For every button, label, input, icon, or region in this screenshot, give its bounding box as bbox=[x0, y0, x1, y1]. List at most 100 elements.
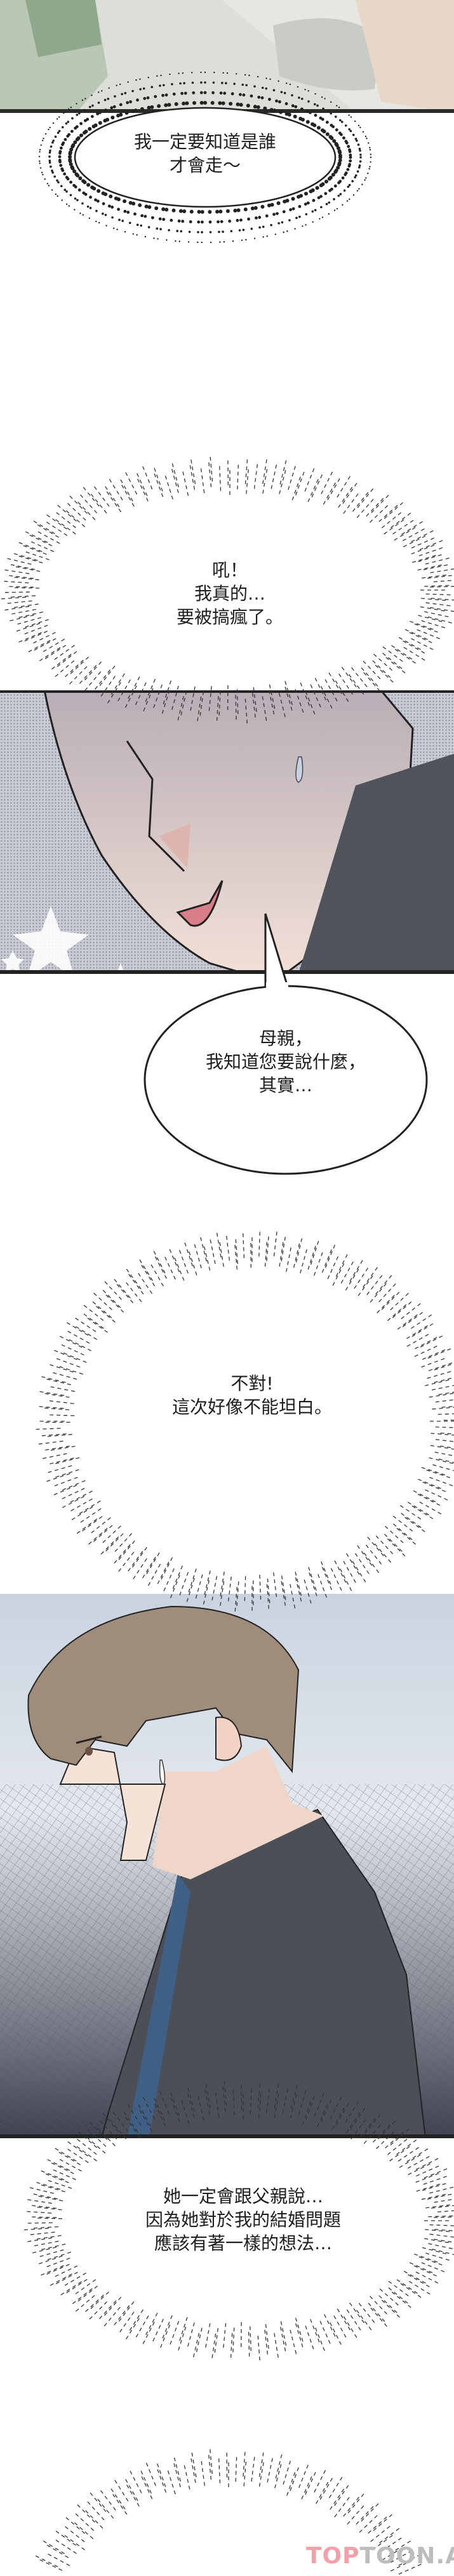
burst-line bbox=[109, 2119, 126, 2139]
burst-line bbox=[379, 2288, 399, 2306]
burst-dot bbox=[349, 155, 352, 159]
burst-line bbox=[219, 465, 222, 491]
burst-line bbox=[25, 551, 50, 560]
burst-dot bbox=[191, 81, 194, 84]
burst-line bbox=[210, 1239, 216, 1265]
burst-line bbox=[180, 691, 187, 716]
burst-line bbox=[388, 2287, 409, 2304]
burst-line bbox=[425, 2229, 451, 2232]
burst-dot bbox=[359, 126, 361, 129]
burst-dot bbox=[116, 228, 118, 230]
burst-line bbox=[334, 1560, 347, 1584]
burst-line bbox=[170, 2092, 180, 2117]
burst-dot bbox=[236, 219, 239, 222]
burst-dot bbox=[300, 97, 304, 100]
burst-line bbox=[335, 1253, 348, 1277]
burst-line bbox=[46, 1473, 70, 1482]
burst-dot bbox=[68, 157, 72, 162]
burst-line bbox=[29, 2231, 55, 2235]
burst-dot bbox=[286, 82, 288, 84]
burst-line bbox=[411, 530, 434, 542]
burst-dot bbox=[351, 180, 354, 183]
burst-dot bbox=[291, 104, 295, 108]
burst-line bbox=[262, 696, 267, 722]
burst-line bbox=[321, 2098, 333, 2122]
burst-dot bbox=[336, 146, 340, 150]
burst-line bbox=[402, 528, 425, 541]
burst-dot bbox=[272, 89, 276, 92]
burst-dot bbox=[280, 91, 283, 94]
burst-dot bbox=[103, 98, 107, 102]
burst-dot bbox=[71, 143, 76, 147]
burst-line bbox=[208, 461, 212, 487]
burst-dot bbox=[322, 107, 324, 110]
burst-line bbox=[56, 651, 77, 667]
burst-line bbox=[323, 482, 337, 505]
burst-dot bbox=[338, 119, 342, 122]
burst-line bbox=[95, 1305, 116, 1323]
burst-line bbox=[370, 1282, 387, 1303]
burst-line bbox=[290, 2094, 297, 2119]
burst-dot bbox=[321, 216, 324, 218]
burst-dot bbox=[324, 180, 328, 184]
burst-line bbox=[246, 468, 249, 494]
bubble-2-text: 吼！ 我真的… 要被搞瘋了。 bbox=[176, 560, 284, 628]
burst-line bbox=[243, 2461, 247, 2487]
burst-line bbox=[39, 1391, 65, 1396]
burst-dot bbox=[297, 86, 299, 88]
burst-dot bbox=[335, 115, 337, 118]
dotted-burst bbox=[38, 71, 372, 244]
burst-dot bbox=[68, 205, 70, 207]
burst-line bbox=[223, 2323, 227, 2349]
burst-line bbox=[232, 2327, 235, 2353]
burst-dot bbox=[311, 210, 314, 213]
burst-dot bbox=[309, 189, 313, 194]
burst-line bbox=[422, 1349, 446, 1360]
burst-dot bbox=[228, 220, 232, 223]
burst-line bbox=[317, 2103, 328, 2127]
burst-line bbox=[190, 686, 196, 712]
burst-line bbox=[258, 1231, 260, 1257]
burst-line bbox=[274, 2093, 279, 2119]
burst-line bbox=[314, 2092, 325, 2117]
burst-line bbox=[390, 2549, 413, 2563]
burst-dot bbox=[265, 77, 267, 79]
burst-line bbox=[373, 2513, 393, 2532]
burst-dot bbox=[90, 115, 94, 119]
burst-line bbox=[0, 596, 26, 600]
burst-dot bbox=[77, 188, 81, 192]
burst-dot bbox=[88, 217, 90, 220]
burst-line bbox=[250, 2326, 251, 2352]
burst-dot bbox=[75, 125, 79, 129]
burst-dot bbox=[79, 122, 83, 126]
burst-line bbox=[378, 1283, 397, 1303]
burst-line bbox=[364, 2113, 382, 2134]
burst-line bbox=[219, 1581, 225, 1607]
burst-line bbox=[219, 1241, 224, 1267]
burst-dot bbox=[128, 200, 133, 205]
burst-line bbox=[347, 2505, 364, 2525]
burst-dot bbox=[250, 227, 253, 230]
burst-dot bbox=[312, 199, 316, 202]
burst-dot bbox=[316, 104, 319, 107]
burst-line bbox=[335, 680, 349, 703]
burst-dot bbox=[200, 81, 203, 84]
burst-line bbox=[305, 2096, 315, 2120]
burst-dot bbox=[333, 198, 335, 200]
burst-line bbox=[84, 2294, 104, 2313]
burst-line bbox=[372, 2534, 394, 2551]
burst-dot bbox=[354, 138, 357, 140]
burst-line bbox=[381, 511, 402, 529]
burst-line bbox=[283, 2460, 291, 2485]
burst-line bbox=[161, 690, 170, 714]
burst-line bbox=[23, 624, 48, 635]
burst-line bbox=[125, 1282, 142, 1303]
burst-dot bbox=[114, 95, 116, 98]
burst-line bbox=[79, 665, 97, 685]
burst-dot bbox=[171, 208, 176, 213]
bubble-5-text: 她一定會跟父親說… 因為她對於我的結婚問題 應該有著一樣的想法… bbox=[145, 2186, 342, 2254]
burst-line bbox=[46, 2257, 70, 2268]
burst-dot bbox=[221, 101, 225, 105]
burst-dot bbox=[74, 209, 76, 211]
